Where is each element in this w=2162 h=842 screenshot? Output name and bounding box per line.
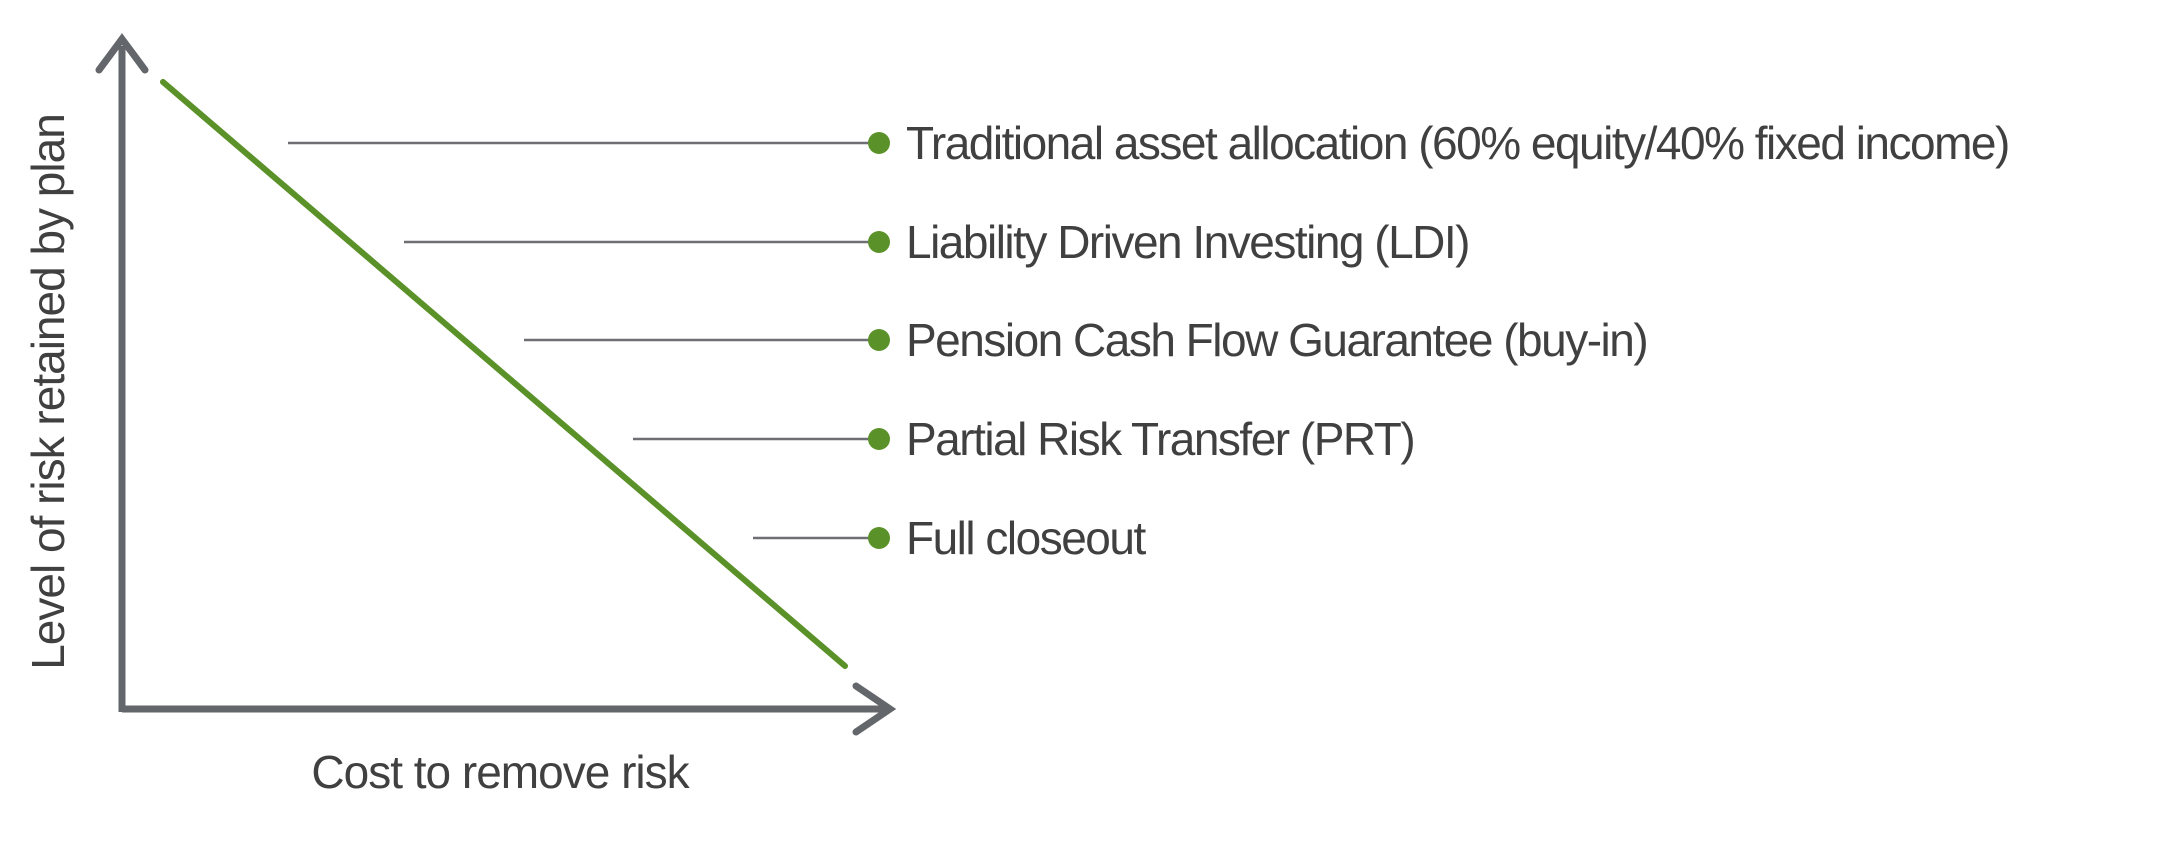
tradeoff-trend-line (160, 79, 848, 669)
item-label-pension-cash-flow-guarantee: Pension Cash Flow Guarantee (buy-in) (906, 314, 1649, 366)
marker-dot-buy-in (868, 329, 890, 351)
x-axis-title: Cost to remove risk (311, 746, 689, 798)
marker-dot-prt (868, 428, 890, 450)
y-axis-title: Level of risk retained by plan (22, 114, 74, 670)
item-label-liability-driven-investing: Liability Driven Investing (LDI) (906, 216, 1471, 268)
marker-dot-full-closeout (868, 527, 890, 549)
marker-dot-ldi (868, 231, 890, 253)
item-label-full-closeout: Full closeout (906, 512, 1146, 564)
item-label-traditional-asset-allocation: Traditional asset allocation (60% equity… (906, 117, 2010, 169)
y-axis-arrowhead-icon (95, 33, 149, 74)
x-axis-arrowhead-icon (852, 682, 897, 736)
item-label-partial-risk-transfer: Partial Risk Transfer (PRT) (906, 413, 1416, 465)
marker-dot-traditional (868, 132, 890, 154)
